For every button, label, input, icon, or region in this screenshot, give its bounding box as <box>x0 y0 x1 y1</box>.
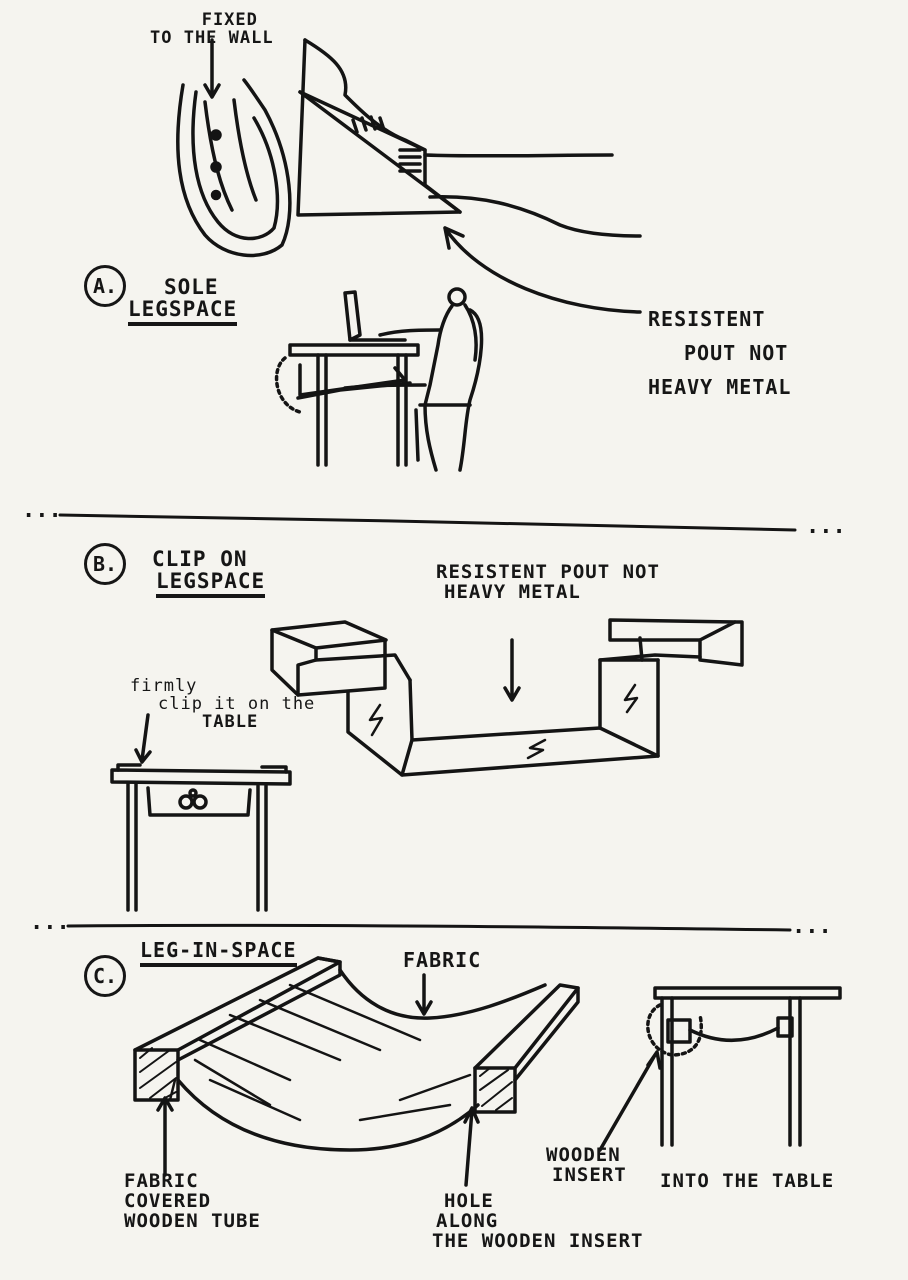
section-b-marker: B. <box>84 543 126 585</box>
section-a-marker: A. <box>84 265 126 307</box>
wall-label: FIXED TO THE WALL <box>150 10 274 48</box>
section-b-title: CLIP ON LEGSPACE <box>152 547 266 599</box>
footrest-wedge-drawing <box>296 38 642 314</box>
material-label-b-line-1: RESISTENT POUT NOT <box>436 561 660 583</box>
desk-person-drawing <box>274 287 484 472</box>
section-c-title: LEG-IN-SPACE <box>140 940 297 967</box>
hole-label-line-1: HOLE <box>444 1190 494 1212</box>
insert-label: WOODEN INSERT <box>546 1144 627 1186</box>
table-label: INTO THE TABLE <box>660 1170 835 1192</box>
material-label-a-line-1: RESISTENT <box>648 307 766 331</box>
separator-line-2 <box>66 923 792 932</box>
material-label-b: RESISTENT POUT NOT HEAVY METAL <box>436 561 660 603</box>
tube-label-line-1: FABRIC <box>124 1170 199 1192</box>
clip-on-legspace-drawing <box>270 618 744 777</box>
material-label-a: RESISTENT POUT NOT HEAVY METAL <box>648 302 791 404</box>
insert-table-drawing <box>598 986 842 1152</box>
tube-label-line-3: WOODEN TUBE <box>124 1209 261 1232</box>
material-label-a-line-2: POUT NOT <box>684 341 789 365</box>
separator-dots-1-right: ... <box>806 514 846 539</box>
hammock-drawing <box>133 956 580 1187</box>
clip-label-line-2: clip it on the <box>158 693 316 714</box>
separator-dots-2-left: ... <box>30 910 70 935</box>
section-c-marker: C. <box>84 955 126 997</box>
section-b-title-line-1: CLIP ON <box>152 547 248 571</box>
insert-label-line-1: WOODEN <box>546 1144 621 1166</box>
wall-sling-drawing <box>176 38 292 258</box>
material-label-b-line-2: HEAVY METAL <box>444 580 581 603</box>
material-label-a-line-3: HEAVY METAL <box>648 375 792 399</box>
tube-label-line-2: COVERED <box>124 1189 212 1212</box>
hole-label: HOLE ALONG THE WOODEN INSERT <box>432 1190 644 1252</box>
separator-line-1 <box>58 513 797 532</box>
hole-label-line-3: THE WOODEN INSERT <box>432 1229 644 1252</box>
insert-label-line-2: INSERT <box>552 1163 627 1186</box>
separator-dots-2-right: ... <box>792 914 832 939</box>
section-b-title-line-2: LEGSPACE <box>156 570 266 599</box>
section-a-title-line-1: SOLE <box>164 275 219 299</box>
wall-label-line-1: FIXED <box>201 10 258 30</box>
wall-label-line-2: TO THE WALL <box>150 27 274 48</box>
tube-label: FABRIC COVERED WOODEN TUBE <box>124 1170 261 1232</box>
separator-dots-1-left: ... <box>22 498 62 523</box>
fabric-label: FABRIC <box>403 948 482 972</box>
clip-label-line-1: firmly <box>130 676 198 696</box>
clip-table-drawing <box>110 713 292 912</box>
clip-label: firmly clip it on the TABLE <box>130 676 316 732</box>
clip-label-line-3: TABLE <box>202 711 259 732</box>
section-a-title-line-2: LEGSPACE <box>128 298 238 327</box>
hole-label-line-2: ALONG <box>436 1209 499 1232</box>
section-a-title: SOLE LEGSPACE <box>128 275 238 327</box>
